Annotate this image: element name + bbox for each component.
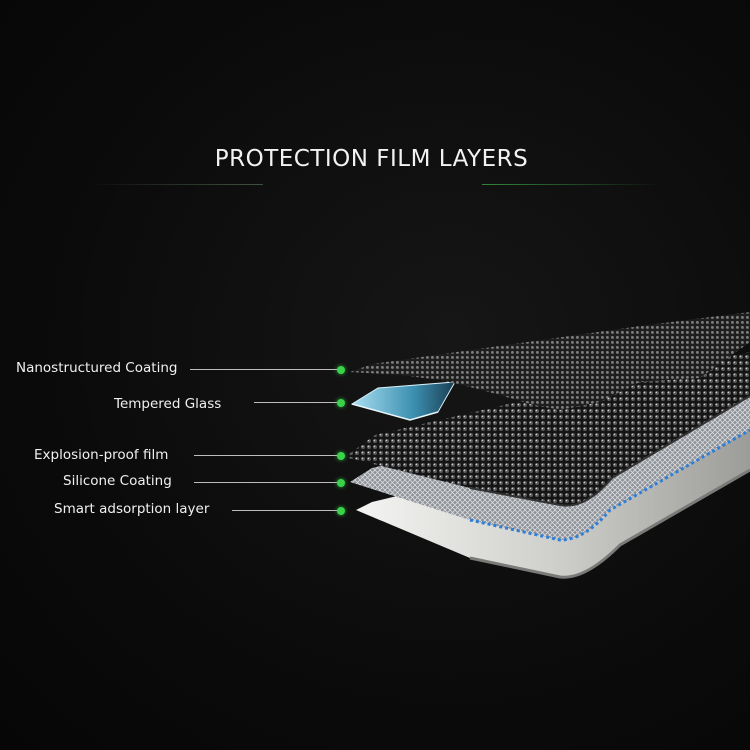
label-explosion-proof-film: Explosion-proof film bbox=[34, 447, 169, 463]
label-smart-adsorption-layer: Smart adsorption layer bbox=[54, 501, 210, 517]
marker-dot-silicone-coating bbox=[337, 479, 345, 487]
title-rule-left bbox=[88, 184, 263, 185]
leader-line-silicone-coating bbox=[194, 482, 338, 483]
page-title: PROTECTION FILM LAYERS bbox=[214, 146, 529, 172]
label-silicone-coating: Silicone Coating bbox=[63, 473, 172, 489]
tempered-glass-edge bbox=[351, 403, 439, 421]
label-tempered-glass: Tempered Glass bbox=[114, 396, 222, 412]
leader-line-smart-adsorption-layer bbox=[232, 510, 338, 511]
marker-dot-smart-adsorption-layer bbox=[337, 507, 345, 515]
marker-dot-explosion-proof-film bbox=[337, 452, 345, 460]
smart-adsorption-layer-edge bbox=[469, 468, 750, 579]
nanostructured-coating-shape bbox=[350, 312, 750, 410]
leader-line-explosion-proof-film bbox=[194, 455, 338, 456]
tempered-glass-shape bbox=[350, 381, 456, 421]
explosion-proof-film-edge bbox=[469, 395, 750, 507]
marker-dot-nanostructured-coating bbox=[337, 366, 345, 374]
leader-line-tempered-glass bbox=[254, 402, 338, 403]
title-rule-right bbox=[482, 184, 662, 185]
marker-dot-tempered-glass bbox=[337, 399, 345, 407]
label-nanostructured-coating: Nanostructured Coating bbox=[16, 360, 178, 376]
silicone-coating-blue-edge bbox=[469, 428, 750, 542]
explosion-proof-film-shape bbox=[345, 352, 750, 506]
leader-line-nanostructured-coating bbox=[190, 369, 338, 370]
